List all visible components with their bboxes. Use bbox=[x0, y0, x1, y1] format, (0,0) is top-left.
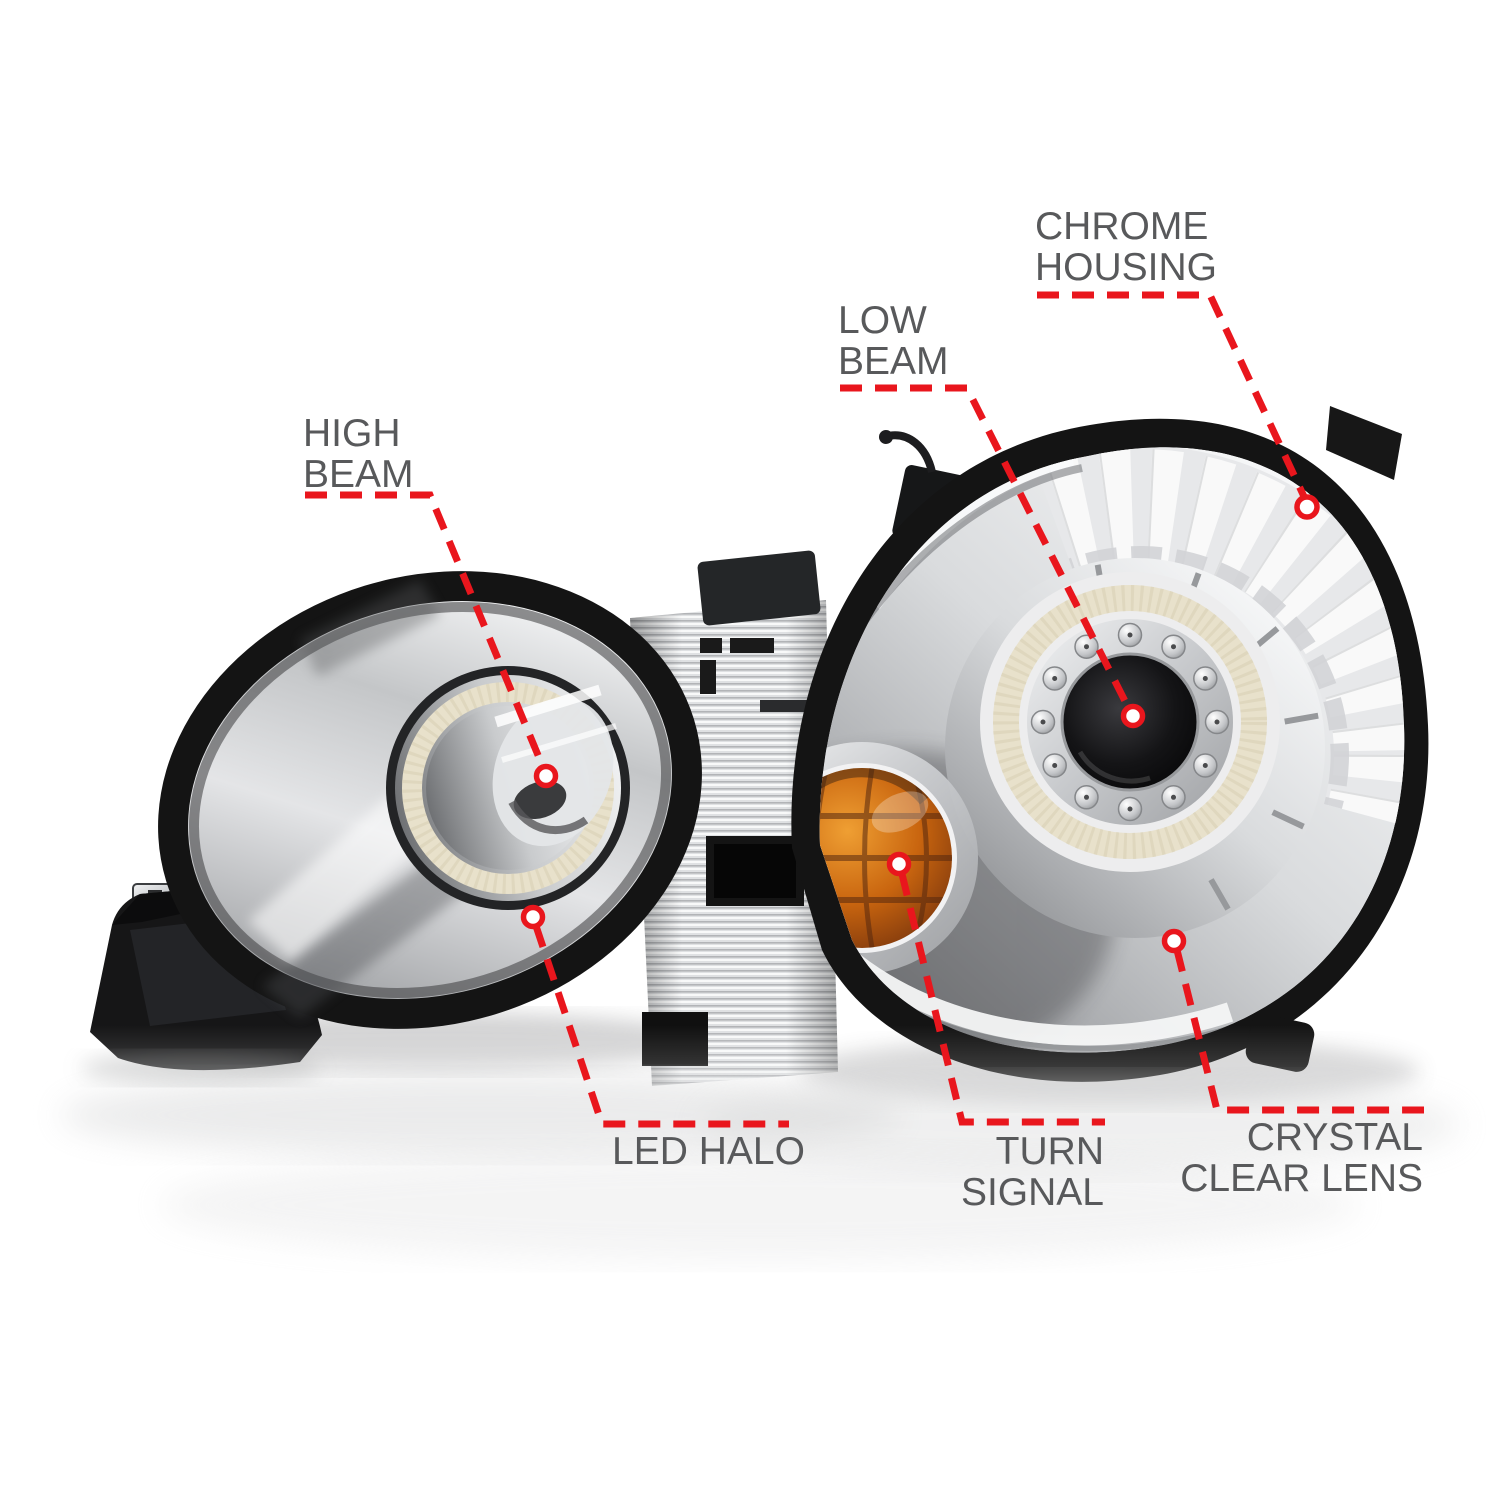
label-led-halo-line1: LED HALO bbox=[612, 1130, 805, 1173]
label-chrome-housing: CHROME HOUSING bbox=[1035, 206, 1217, 288]
callout-line-chrome-housing bbox=[1037, 291, 1311, 505]
callout-markers bbox=[520, 494, 1320, 954]
main-lamp bbox=[791, 406, 1429, 1082]
high-beam-projector bbox=[386, 666, 630, 910]
callout-line-low-beam bbox=[840, 384, 1135, 715]
label-chrome-housing-line2: HOUSING bbox=[1035, 246, 1218, 289]
label-turn-signal-line1: TURN bbox=[995, 1130, 1104, 1173]
label-turn-signal: TURN SIGNAL bbox=[854, 1131, 1104, 1213]
marker-turn-signal bbox=[886, 851, 912, 877]
label-crystal-clear-lens-line1: CRYSTAL bbox=[1246, 1116, 1423, 1159]
label-high-beam: HIGH BEAM bbox=[303, 413, 414, 495]
label-crystal-clear-lens: CRYSTAL CLEAR LENS bbox=[1143, 1117, 1423, 1199]
label-led-halo: LED HALO bbox=[612, 1131, 805, 1172]
label-high-beam-line1: HIGH bbox=[303, 412, 401, 455]
label-high-beam-line2: BEAM bbox=[303, 453, 414, 496]
callout-line-turn-signal bbox=[898, 873, 1105, 1126]
label-turn-signal-line2: SIGNAL bbox=[960, 1171, 1104, 1214]
callout-lines bbox=[305, 291, 1424, 1128]
callout-line-led-halo bbox=[532, 924, 789, 1128]
label-crystal-clear-lens-line2: CLEAR LENS bbox=[1180, 1157, 1423, 1200]
marker-high-beam bbox=[533, 763, 559, 789]
marker-chrome-housing bbox=[1294, 494, 1320, 520]
label-low-beam-line2: BEAM bbox=[838, 340, 949, 383]
callout-line-crystal-clear-lens bbox=[1173, 949, 1424, 1114]
floor-reflections bbox=[0, 1025, 1500, 1355]
marker-led-halo bbox=[520, 904, 546, 930]
marker-crystal-clear-lens bbox=[1161, 928, 1187, 954]
callout-line-high-beam bbox=[305, 491, 549, 774]
label-low-beam: LOW BEAM bbox=[838, 300, 949, 382]
marker-low-beam bbox=[1120, 703, 1146, 729]
label-low-beam-line1: LOW bbox=[838, 299, 927, 342]
led-rivets bbox=[1030, 622, 1230, 822]
chrome-housing-fan bbox=[1034, 447, 1405, 835]
high-beam-lamp bbox=[158, 571, 702, 1029]
label-chrome-housing-line1: CHROME bbox=[1035, 205, 1209, 248]
turn-signal-reflector bbox=[819, 742, 978, 974]
